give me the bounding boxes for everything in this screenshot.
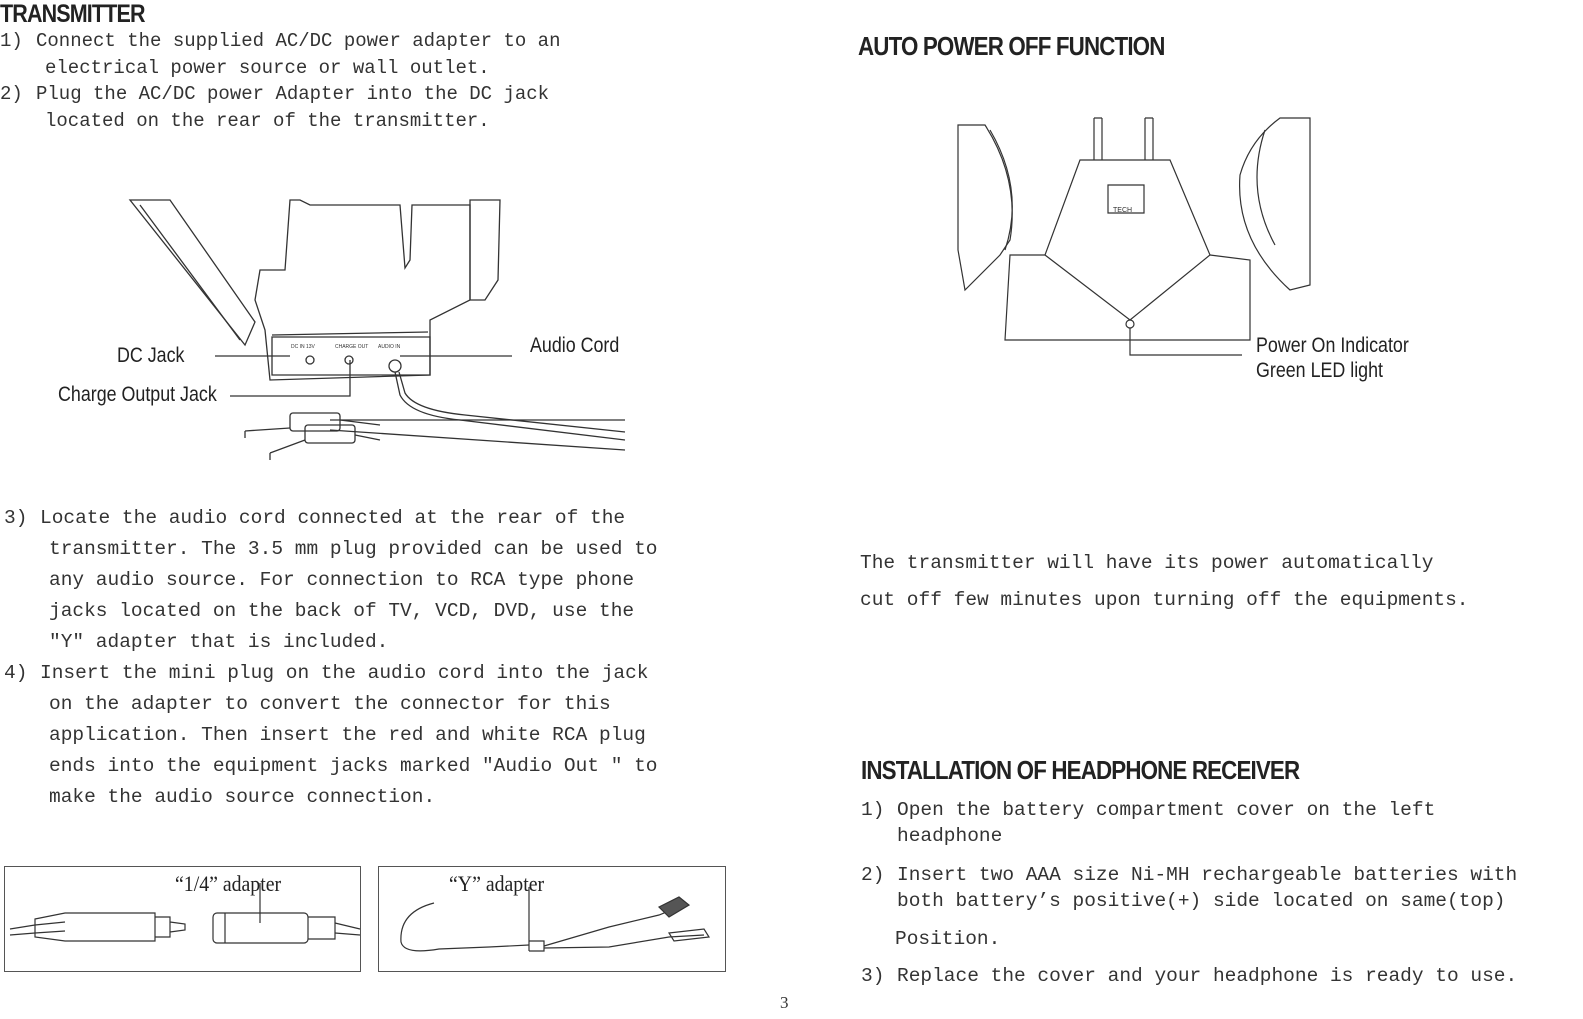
transmitter-step-3: 3) Locate the audio cord connected at the… <box>4 503 658 658</box>
audio-cord-label: Audio Cord <box>530 334 620 357</box>
step-number: 3) <box>861 965 885 987</box>
body-text-line: The transmitter will have its power auto… <box>860 552 1434 574</box>
installation-step-2: 2) Insert two AAA size Ni-MH rechargeable… <box>861 862 1517 952</box>
logo-text: TECH <box>1113 207 1132 214</box>
step-text: make the audio source connection. <box>49 786 436 808</box>
page-number: 3 <box>780 993 789 1012</box>
transmitter-heading: TRANSMITTER <box>0 0 145 28</box>
svg-text:DC IN 13V: DC IN 13V <box>291 344 316 350</box>
step-number: 1) <box>861 799 885 821</box>
step-text: "Y" adapter that is included. <box>49 631 389 653</box>
step-text: electrical power source or wall outlet. <box>45 57 490 79</box>
step-text: Open the battery compartment cover on th… <box>897 799 1436 821</box>
auto-power-off-heading: AUTO POWER OFF FUNCTION <box>858 31 1165 61</box>
step-text: Position. <box>895 928 1001 950</box>
transmitter-step-2: 2) Plug the AC/DC power Adapter into the … <box>0 81 549 135</box>
step-text: Locate the audio cord connected at the r… <box>40 507 626 529</box>
transmitter-step-4: 4) Insert the mini plug on the audio cord… <box>4 658 658 813</box>
step-number: 4) <box>4 662 28 684</box>
installation-step-3: 3) Replace the cover and your headphone i… <box>861 963 1517 989</box>
step-text: Insert two AAA size Ni-MH rechargeable b… <box>897 864 1518 886</box>
step-number: 3) <box>4 507 28 529</box>
step-text: headphone <box>897 825 1003 847</box>
power-on-indicator-label: Power On Indicator <box>1256 334 1409 357</box>
step-number: 2) <box>0 83 23 105</box>
installation-heading: INSTALLATION OF HEADPHONE RECEIVER <box>861 755 1300 785</box>
step-text: Insert the mini plug on the audio cord i… <box>40 662 649 684</box>
quarter-adapter-figure: “1/4” adapter <box>4 866 361 972</box>
green-led-label: Green LED light <box>1256 359 1384 382</box>
body-text-line: cut off few minutes upon turning off the… <box>860 589 1469 611</box>
svg-text:CHARGE OUT: CHARGE OUT <box>335 344 368 350</box>
y-adapter-illustration <box>379 867 725 971</box>
charge-output-jack-label: Charge Output Jack <box>58 383 217 406</box>
installation-step-1: 1) Open the battery compartment cover on … <box>861 797 1435 849</box>
step-text: any audio source. For connection to RCA … <box>49 569 635 591</box>
step-text: Replace the cover and your headphone is … <box>897 965 1518 987</box>
svg-text:AUDIO IN: AUDIO IN <box>378 344 401 350</box>
quarter-adapter-illustration <box>5 867 360 971</box>
y-adapter-label: “Y” adapter <box>449 871 545 896</box>
step-number: 1) <box>0 30 23 52</box>
step-text: ends into the equipment jacks marked "Au… <box>49 755 658 777</box>
step-text: application. Then insert the red and whi… <box>49 724 646 746</box>
step-text: jacks located on the back of TV, VCD, DV… <box>49 600 635 622</box>
y-adapter-figure: “Y” adapter <box>378 866 726 972</box>
step-text: located on the rear of the transmitter. <box>45 110 490 132</box>
quarter-adapter-label: “1/4” adapter <box>175 871 282 896</box>
transmitter-step-1: 1) Connect the supplied AC/DC power adapt… <box>0 28 561 82</box>
step-number: 2) <box>861 864 885 886</box>
step-text: Plug the AC/DC power Adapter into the DC… <box>36 83 550 105</box>
dc-jack-label: DC Jack <box>117 344 185 367</box>
step-text: both battery’s positive(+) side located … <box>897 890 1506 912</box>
step-text: on the adapter to convert the connector … <box>49 693 611 715</box>
step-text: transmitter. The 3.5 mm plug provided ca… <box>49 538 658 560</box>
step-text: Connect the supplied AC/DC power adapter… <box>36 30 561 52</box>
auto-power-off-text: The transmitter will have its power auto… <box>860 550 1469 614</box>
